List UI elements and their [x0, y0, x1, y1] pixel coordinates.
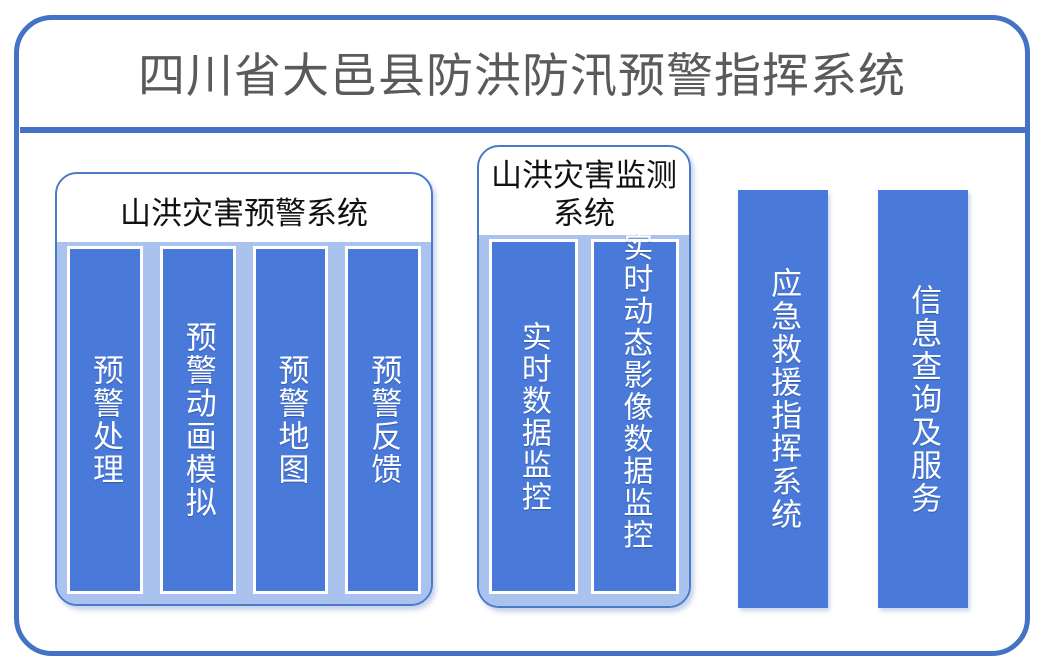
module-label: 预警地图 [273, 354, 309, 486]
module-label: 信息查询及服务 [906, 283, 942, 515]
panel-warning-system[interactable]: 山洪灾害预警系统 预警处理 预警动画模拟 预警地图 预警反馈 [55, 172, 433, 606]
module-label: 应急救援指挥系统 [766, 267, 802, 531]
module-warning-map[interactable]: 预警地图 [252, 246, 329, 594]
panel-warning-system-title: 山洪灾害预警系统 [120, 196, 368, 231]
module-information-query-and-service[interactable]: 信息查询及服务 [878, 190, 968, 608]
panel-monitor-system-body: 实时数据监控 实时动态影像数据监控 [479, 231, 689, 606]
module-realtime-data-monitoring[interactable]: 实时数据监控 [489, 239, 578, 594]
module-warning-animation-simulation[interactable]: 预警动画模拟 [159, 246, 236, 594]
header-divider [20, 127, 1027, 133]
module-warning-feedback[interactable]: 预警反馈 [345, 246, 421, 594]
panel-warning-system-body: 预警处理 预警动画模拟 预警地图 预警反馈 [57, 242, 431, 604]
module-label: 预警处理 [87, 354, 123, 486]
module-label: 预警反馈 [366, 354, 402, 486]
header: 四川省大邑县防洪防汛预警指挥系统 [20, 22, 1024, 130]
module-warning-processing[interactable]: 预警处理 [67, 246, 143, 594]
panel-monitor-system-title: 山洪灾害监测系统 [491, 158, 677, 231]
panel-monitor-system[interactable]: 山洪灾害监测系统 实时数据监控 实时动态影像数据监控 [477, 145, 691, 608]
module-label: 预警动画模拟 [180, 321, 216, 519]
module-emergency-rescue-command-system[interactable]: 应急救援指挥系统 [738, 190, 828, 608]
page-title: 四川省大邑县防洪防汛预警指挥系统 [138, 49, 906, 103]
module-realtime-dynamic-image-data-monitoring[interactable]: 实时动态影像数据监控 [590, 231, 679, 594]
module-label: 实时动态影像数据监控 [618, 230, 652, 551]
module-label: 实时数据监控 [516, 320, 550, 513]
